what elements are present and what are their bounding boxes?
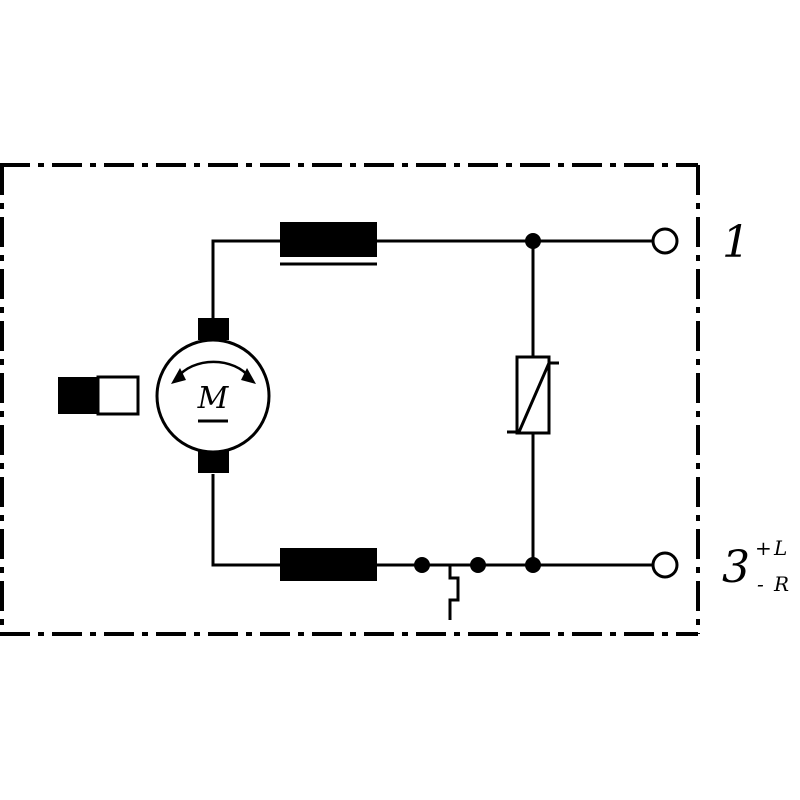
bottom-inductor [280,548,377,581]
terminal-1-label: 1 [722,217,750,268]
terminal-3-sup-plus: + [755,536,772,560]
terminal-3-label: 3 [722,542,750,593]
dc-motor: M [155,318,271,473]
wires [211,239,653,567]
terminal-3-sub-text: R [773,572,789,596]
thermal-switch [422,563,478,620]
varistor [507,355,559,435]
terminal-3 [651,551,679,579]
terminal-1 [651,227,679,255]
junction-dots [414,233,541,573]
rotation-arrow-icon [171,360,256,384]
enclosure-border [0,163,700,636]
motor-label: M [197,381,230,416]
brush-block [58,375,140,416]
terminal-3-sub-minus: - [757,572,764,596]
terminal-3-sup-text: L [773,536,787,560]
top-inductor [280,222,377,266]
